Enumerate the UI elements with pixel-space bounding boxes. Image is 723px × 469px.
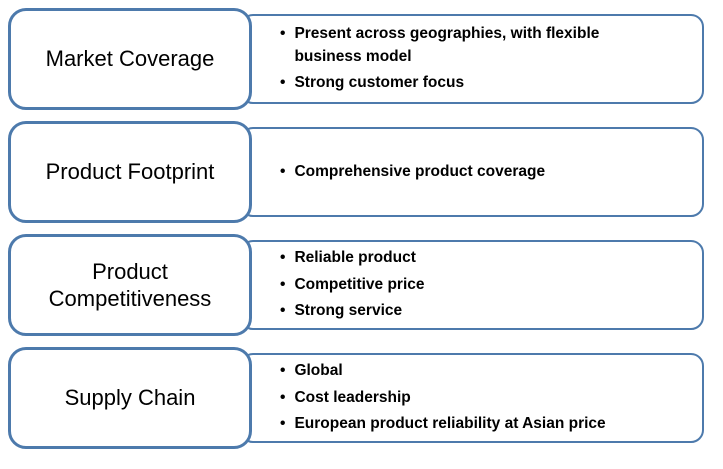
bullet-icon: • (280, 74, 286, 92)
category-label: Product Competitiveness (48, 258, 212, 312)
bullet-icon: • (280, 362, 286, 380)
bullet-text: Global (294, 362, 343, 380)
list-item: • Cost leadership (280, 387, 606, 409)
category-label: Market Coverage (45, 46, 215, 72)
list-item: • Global (280, 360, 606, 382)
category-box-market-coverage: Market Coverage (8, 8, 252, 110)
diagram-row-supply-chain: Supply Chain • Global • Cost leadership … (8, 347, 723, 449)
bullet-icon: • (280, 249, 286, 267)
bullet-text: Strong service (294, 302, 403, 320)
bullet-text: European product reliability at Asian pr… (294, 415, 606, 433)
details-box-product-competitiveness: • Reliable product • Competitive price •… (240, 239, 704, 331)
bullet-icon: • (280, 25, 286, 43)
bullet-icon: • (280, 275, 286, 293)
bullet-text: Comprehensive product coverage (294, 162, 546, 180)
list-item: • Comprehensive product coverage (280, 161, 545, 183)
list-item: • Reliable product (280, 247, 425, 269)
bullet-icon: • (280, 302, 286, 320)
list-item: • Competitive price (280, 274, 425, 296)
category-box-supply-chain: Supply Chain (8, 347, 252, 449)
list-item: • Strong service (280, 300, 425, 322)
bullet-icon: • (280, 415, 286, 433)
list-item: • Strong customer focus (280, 72, 659, 94)
category-label: Product Footprint (45, 159, 215, 185)
category-box-product-competitiveness: Product Competitiveness (8, 234, 252, 336)
diagram-row-market-coverage: Market Coverage • Present across geograp… (8, 8, 723, 110)
bullet-text: Strong customer focus (294, 74, 465, 92)
diagram-row-product-footprint: Product Footprint • Comprehensive produc… (8, 121, 723, 223)
details-box-market-coverage: • Present across geographies, with flexi… (240, 13, 704, 105)
bullet-text: Reliable product (294, 249, 416, 267)
bullet-list: • Global • Cost leadership • European pr… (280, 356, 606, 439)
category-box-product-footprint: Product Footprint (8, 121, 252, 223)
list-item: • European product reliability at Asian … (280, 413, 606, 435)
list-item: • Present across geographies, with flexi… (280, 23, 659, 68)
category-label: Supply Chain (64, 385, 196, 411)
bullet-icon: • (280, 162, 286, 180)
bullet-list: • Present across geographies, with flexi… (280, 19, 659, 98)
bullet-text: Cost leadership (294, 388, 411, 406)
bullet-list: • Reliable product • Competitive price •… (280, 243, 425, 326)
bullet-text: Competitive price (294, 275, 425, 293)
bullet-list: • Comprehensive product coverage (280, 157, 545, 187)
details-box-supply-chain: • Global • Cost leadership • European pr… (240, 352, 704, 444)
bullet-text: Present across geographies, with flexibl… (294, 25, 600, 65)
bullet-icon: • (280, 388, 286, 406)
diagram-row-product-competitiveness: Product Competitiveness • Reliable produ… (8, 234, 723, 336)
details-box-product-footprint: • Comprehensive product coverage (240, 126, 704, 218)
